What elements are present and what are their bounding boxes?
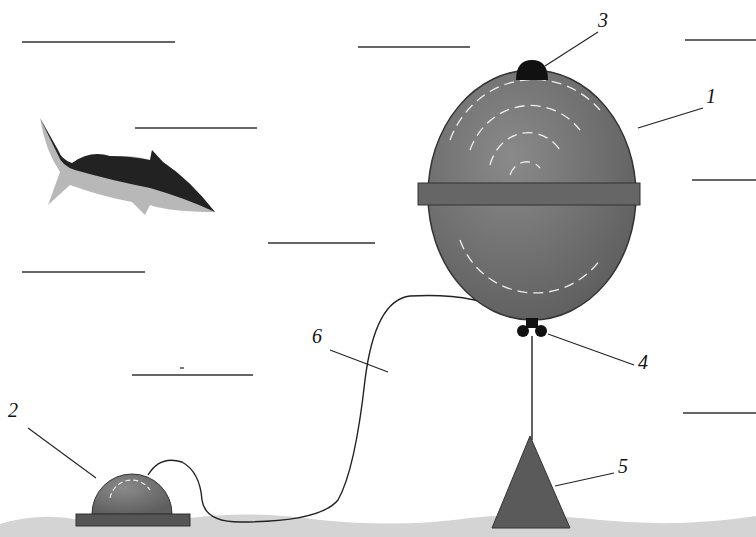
cable <box>148 295 520 522</box>
bottom-unit <box>76 474 190 526</box>
anchor <box>492 436 570 528</box>
buoy <box>418 60 640 337</box>
callout-number: 4 <box>638 352 648 372</box>
anchor-line <box>531 336 532 440</box>
callout-number: 5 <box>618 456 628 476</box>
shark <box>40 118 215 215</box>
callout-number: 2 <box>8 400 18 420</box>
water-lines <box>22 40 756 413</box>
callout-number: 6 <box>312 326 322 346</box>
leader-lines <box>28 32 703 486</box>
callout-number: 1 <box>706 86 716 106</box>
callout-number: 3 <box>598 10 608 30</box>
seabed <box>0 514 756 537</box>
